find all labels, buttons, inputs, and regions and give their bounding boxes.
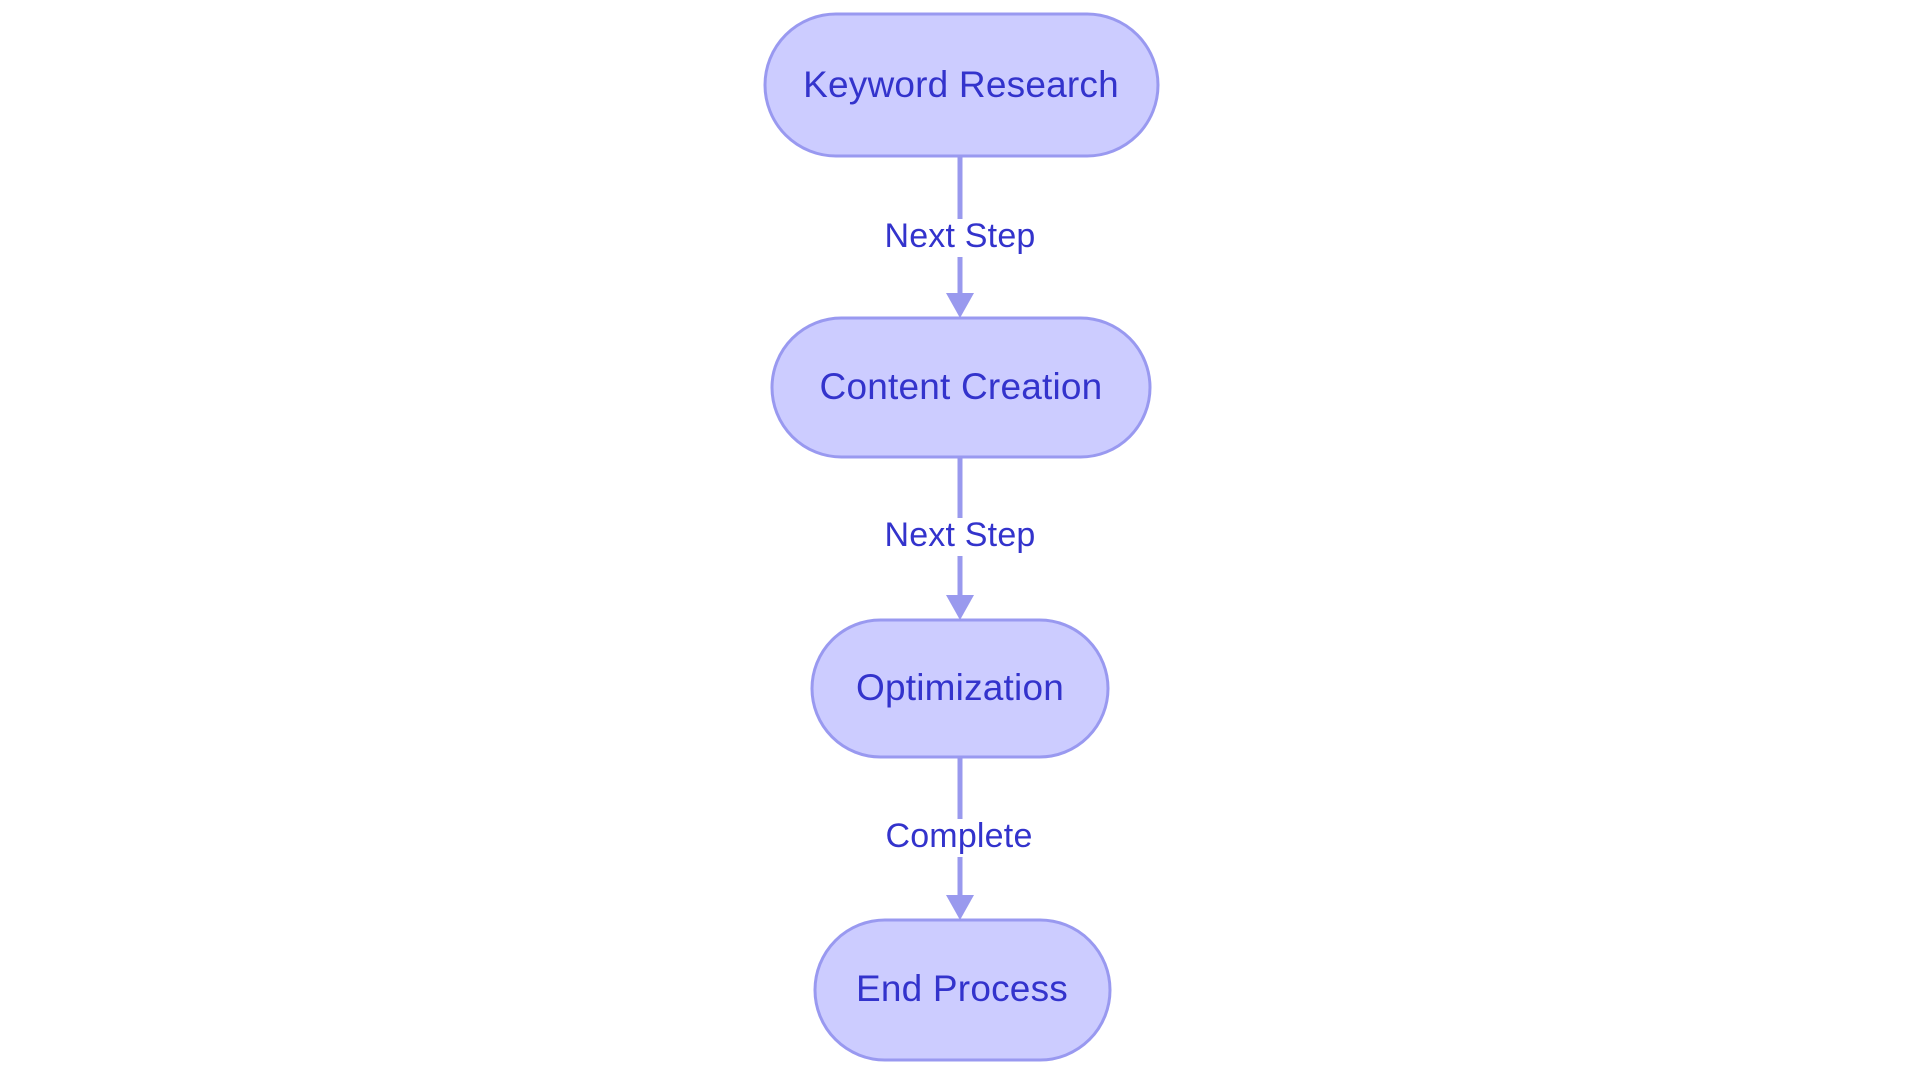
node-shape-stadium [813, 918, 1112, 1062]
edge-label-backdrop [880, 819, 1038, 857]
edge-label-backdrop [878, 219, 1042, 257]
arrowhead-icon [946, 895, 974, 920]
node-label-keyword-research: Keyword Research [803, 64, 1119, 105]
edge-keyword-to-content[interactable]: Next Step [878, 156, 1042, 318]
edge-label-next-step-1: Next Step [884, 217, 1035, 255]
node-label-optimization: Optimization [856, 667, 1064, 708]
node-shape-stadium [763, 12, 1160, 158]
edge-content-to-optimization[interactable]: Next Step [878, 457, 1042, 620]
node-label-end-process: End Process [856, 968, 1068, 1009]
node-keyword-research[interactable]: Keyword Research [763, 12, 1160, 158]
node-optimization[interactable]: Optimization [810, 618, 1110, 759]
node-content-creation[interactable]: Content Creation [770, 316, 1152, 459]
node-label-content-creation: Content Creation [820, 366, 1103, 407]
edge-label-complete: Complete [885, 817, 1032, 855]
edge-label-next-step-2: Next Step [884, 516, 1035, 554]
edge-optimization-to-end[interactable]: Complete [880, 757, 1038, 920]
arrowhead-icon [946, 595, 974, 620]
edge-label-backdrop [878, 518, 1042, 556]
arrowhead-icon [946, 293, 974, 318]
node-shape-stadium [770, 316, 1152, 459]
node-shape-stadium [810, 618, 1110, 759]
node-end-process[interactable]: End Process [813, 918, 1112, 1062]
